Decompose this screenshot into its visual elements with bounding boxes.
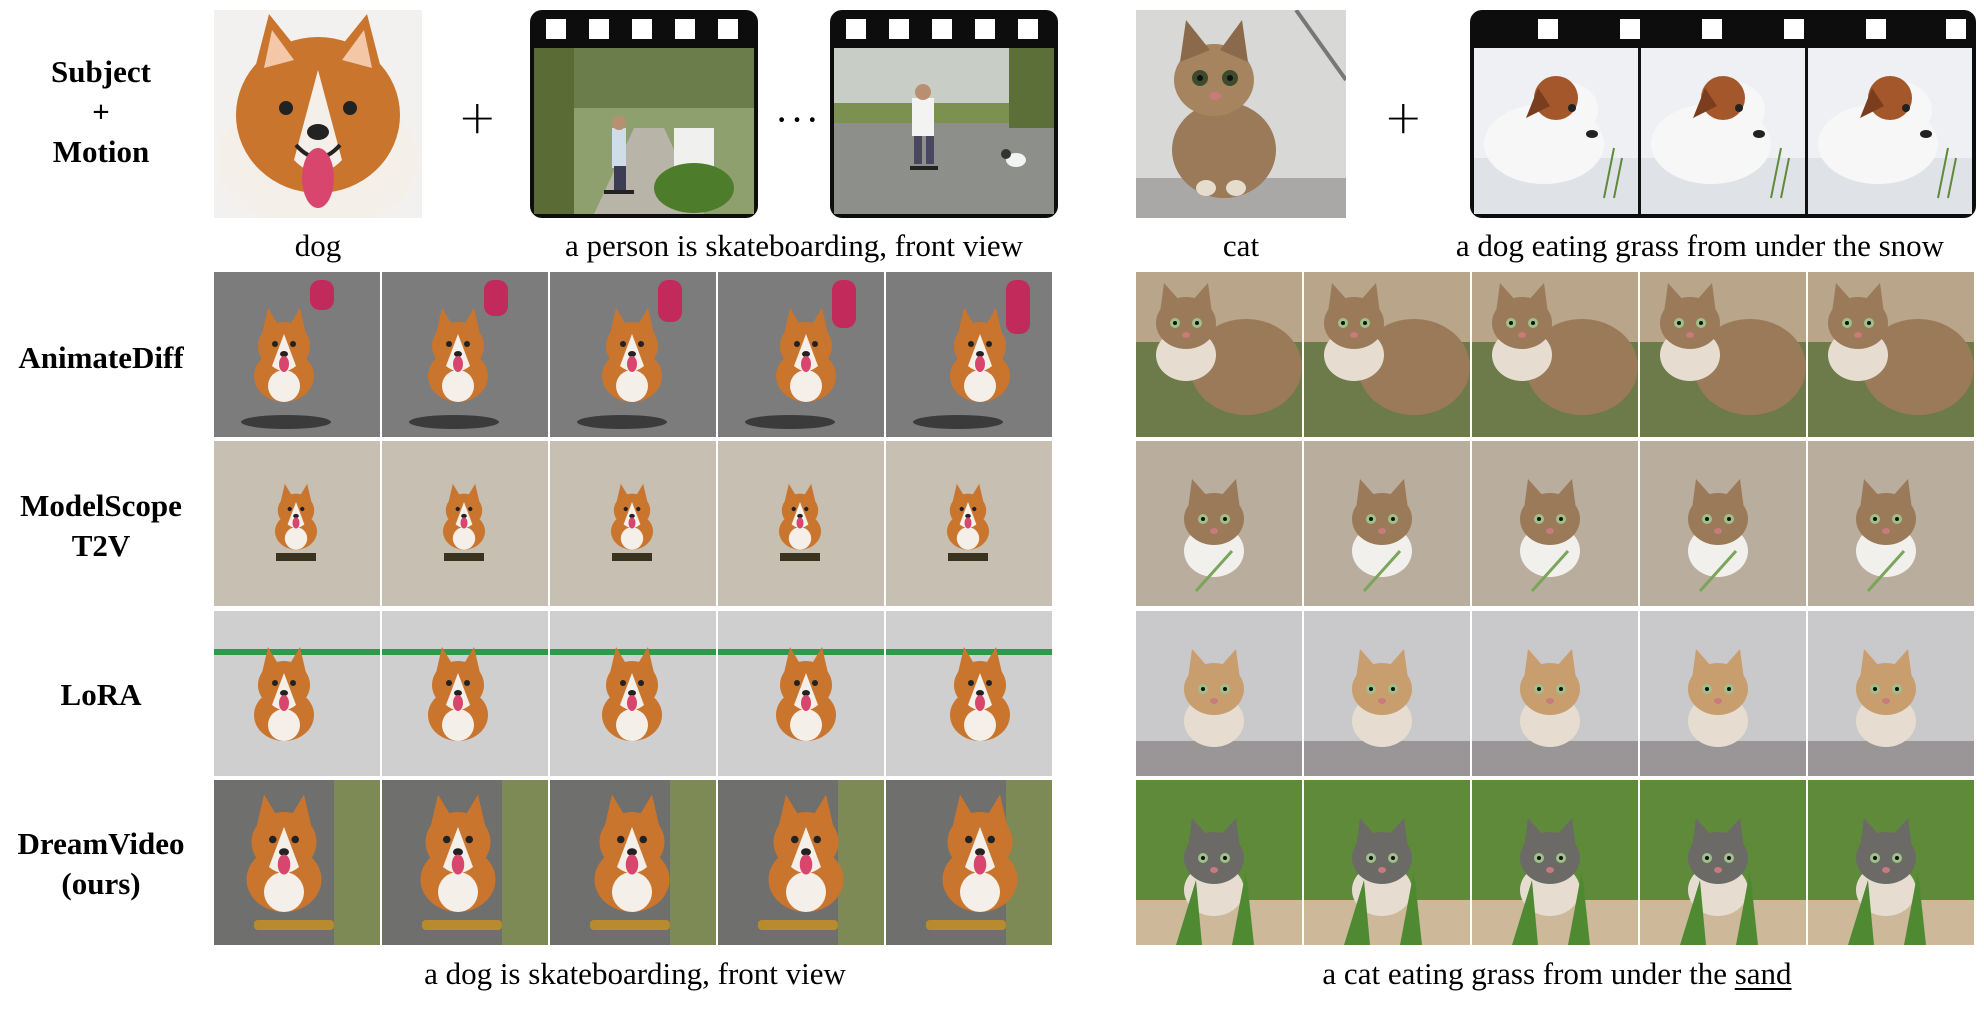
right-result-frame-row1-f5 bbox=[1808, 272, 1974, 437]
left-result-frame-row3-f4 bbox=[718, 611, 884, 776]
left-motion-film-strip-2 bbox=[830, 10, 1058, 218]
right-result-frame-row2-f5 bbox=[1808, 441, 1974, 606]
method-label-modelscope: ModelScope T2V bbox=[0, 486, 202, 566]
method-label-animatediff: AnimateDiff bbox=[0, 338, 202, 378]
right-subject-image bbox=[1136, 10, 1346, 218]
left-result-frame-row3-f3 bbox=[550, 611, 716, 776]
right-plus-sign: + bbox=[1384, 90, 1423, 144]
right-result-frame-row4-f5 bbox=[1808, 780, 1974, 945]
right-motion-frames bbox=[1474, 48, 1972, 214]
method-label-dreamvideo-line-1: DreamVideo bbox=[17, 826, 185, 861]
left-subject-image bbox=[214, 10, 422, 218]
left-subject-caption: dog bbox=[294, 228, 342, 263]
right-result-frame-row2-f2 bbox=[1304, 441, 1470, 606]
left-result-frame-row2-f3 bbox=[550, 441, 716, 606]
header-label-line-1: Subject bbox=[51, 54, 151, 89]
left-motion-frame-2 bbox=[834, 48, 1054, 214]
left-result-frame-row1-f1 bbox=[214, 272, 380, 437]
header-label-line-3: Motion bbox=[52, 134, 150, 169]
left-result-frame-row2-f5 bbox=[886, 441, 1052, 606]
left-result-frame-row1-f3 bbox=[550, 272, 716, 437]
left-motion-caption: a person is skateboarding, front view bbox=[565, 228, 1023, 263]
left-result-frame-row1-f5 bbox=[886, 272, 1052, 437]
left-result-frame-row3-f2 bbox=[382, 611, 548, 776]
right-result-caption: a cat eating grass from under the sand bbox=[1136, 956, 1978, 992]
right-result-frame-row1-f4 bbox=[1640, 272, 1806, 437]
right-result-frame-row1-f1 bbox=[1136, 272, 1302, 437]
header-label-line-2: + bbox=[92, 94, 110, 129]
left-plus-sign: + bbox=[458, 90, 497, 144]
left-result-frame-row4-f3 bbox=[550, 780, 716, 945]
method-label-animatediff-line-1: AnimateDiff bbox=[18, 340, 184, 375]
right-result-frame-row3-f5 bbox=[1808, 611, 1974, 776]
method-label-modelscope-line-2: T2V bbox=[71, 528, 131, 563]
right-result-frame-row1-f3 bbox=[1472, 272, 1638, 437]
right-motion-film-strip bbox=[1470, 10, 1976, 218]
right-result-caption-underlined-word: sand bbox=[1734, 956, 1792, 991]
right-result-frame-row2-f4 bbox=[1640, 441, 1806, 606]
header-row-label: Subject + Motion bbox=[0, 52, 202, 172]
method-label-modelscope-line-1: ModelScope bbox=[20, 488, 182, 523]
right-result-frame-row4-f3 bbox=[1472, 780, 1638, 945]
right-result-frame-row3-f4 bbox=[1640, 611, 1806, 776]
right-subject-caption: cat bbox=[1222, 228, 1260, 263]
left-result-frame-row1-f2 bbox=[382, 272, 548, 437]
right-motion-caption: a dog eating grass from under the snow bbox=[1455, 228, 1945, 263]
left-result-frame-row2-f1 bbox=[214, 441, 380, 606]
left-result-frame-row4-f1 bbox=[214, 780, 380, 945]
right-result-frame-row1-f2 bbox=[1304, 272, 1470, 437]
right-result-frame-row2-f3 bbox=[1472, 441, 1638, 606]
right-result-frame-row3-f1 bbox=[1136, 611, 1302, 776]
left-ellipsis: ··· bbox=[775, 97, 821, 142]
right-result-frame-row4-f4 bbox=[1640, 780, 1806, 945]
left-result-frame-row4-f4 bbox=[718, 780, 884, 945]
left-result-caption: a dog is skateboarding, front view bbox=[424, 956, 846, 991]
right-result-frame-row3-f2 bbox=[1304, 611, 1470, 776]
left-result-frame-row3-f1 bbox=[214, 611, 380, 776]
method-label-dreamvideo-line-2: (ours) bbox=[61, 866, 141, 901]
left-result-frame-row2-f4 bbox=[718, 441, 884, 606]
method-label-dreamvideo: DreamVideo (ours) bbox=[0, 824, 202, 904]
method-label-lora: LoRA bbox=[0, 675, 202, 715]
right-result-frame-row2-f1 bbox=[1136, 441, 1302, 606]
left-motion-film-strip-1 bbox=[530, 10, 758, 218]
left-result-frame-row3-f5 bbox=[886, 611, 1052, 776]
right-result-caption-prefix: a cat eating grass from under the bbox=[1322, 956, 1735, 991]
left-motion-frame-1 bbox=[534, 48, 754, 214]
right-result-frame-row3-f3 bbox=[1472, 611, 1638, 776]
right-result-frame-row4-f1 bbox=[1136, 780, 1302, 945]
left-result-frame-row4-f5 bbox=[886, 780, 1052, 945]
left-result-frame-row1-f4 bbox=[718, 272, 884, 437]
left-result-frame-row4-f2 bbox=[382, 780, 548, 945]
method-label-lora-line-1: LoRA bbox=[60, 677, 142, 712]
right-result-frame-row4-f2 bbox=[1304, 780, 1470, 945]
left-result-frame-row2-f2 bbox=[382, 441, 548, 606]
